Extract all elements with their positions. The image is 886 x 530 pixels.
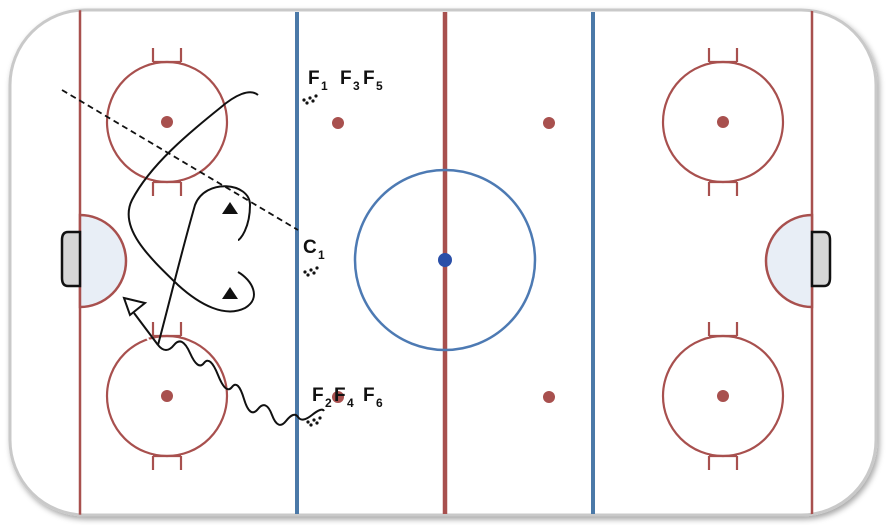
faceoff-circle-left-bottom (105, 322, 229, 470)
svg-text:F: F (363, 68, 375, 89)
faceoff-dot-right-top (717, 116, 729, 128)
faceoff-dot-right-bottom (717, 390, 729, 402)
neutral-dot-bottom-left (332, 391, 344, 403)
svg-text:C: C (303, 237, 317, 258)
svg-text:2: 2 (325, 396, 332, 410)
player-dots-icon (302, 94, 318, 105)
neutral-dot-top-left (332, 117, 344, 129)
skating-path (127, 91, 259, 313)
player-dots-icon (303, 266, 319, 277)
svg-text:F: F (340, 68, 352, 89)
svg-text:F: F (312, 385, 324, 406)
center-faceoff-circle (353, 168, 537, 352)
faceoff-circle-right-top (661, 48, 785, 196)
neutral-dot-bottom-right (543, 391, 555, 403)
svg-text:1: 1 (321, 79, 328, 93)
faceoff-circle-right-bottom (661, 322, 785, 470)
pass-dashed-line (61, 89, 299, 231)
svg-text:F: F (334, 385, 346, 406)
svg-text:F: F (363, 385, 375, 406)
forwards-label-top: F 1 F 3 F 5 (308, 68, 383, 93)
svg-text:1: 1 (318, 248, 325, 262)
triangle-marker-icon (222, 202, 238, 214)
center-label: C 1 (303, 237, 325, 262)
svg-text:3: 3 (353, 79, 360, 93)
wavy-skate-line (157, 340, 325, 426)
left-goal-crease (78, 213, 128, 309)
player-dots-icon (306, 416, 322, 427)
faceoff-dot-left-top (161, 116, 173, 128)
center-faceoff-dot (438, 253, 452, 267)
right-goal-crease (764, 213, 814, 309)
skating-path-loop (157, 185, 252, 346)
faceoff-circle-left-top (105, 48, 229, 196)
right-goal-net (810, 230, 832, 288)
faceoff-dot-left-bottom (161, 390, 173, 402)
arrow-icon (122, 296, 159, 346)
svg-text:6: 6 (376, 396, 383, 410)
neutral-dot-top-right (543, 117, 555, 129)
svg-text:4: 4 (347, 396, 354, 410)
triangle-marker-icon (222, 287, 238, 299)
left-goal-net (60, 230, 82, 288)
svg-text:5: 5 (376, 79, 383, 93)
svg-text:F: F (308, 68, 320, 89)
forwards-label-bottom: F 2 F 4 F 6 (312, 385, 383, 410)
